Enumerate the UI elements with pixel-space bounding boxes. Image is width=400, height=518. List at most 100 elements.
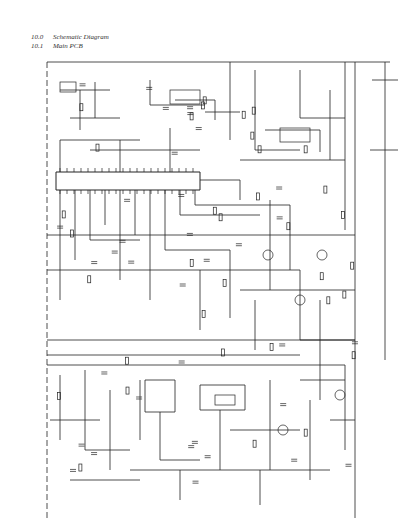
ic-pin [60,190,61,194]
capacitor-symbol [136,397,142,399]
ic-pin [74,190,75,194]
header-text: 10.1 [30,43,44,50]
resistor-symbol [126,357,129,364]
resistor-symbol [88,276,91,283]
ic-pin [116,190,117,194]
resistor-symbol [258,146,261,153]
ic-pin [123,190,124,194]
capacitor-symbol [120,240,126,242]
ic-pin [193,190,194,194]
header-text: Schematic Diagram [52,34,110,41]
ic-pin [165,190,166,194]
wires [47,62,398,518]
ic-pin [137,190,138,194]
capacitor-symbol [291,459,297,461]
ic-pin [81,168,82,172]
capacitor-symbol [193,481,199,483]
capacitor-symbol [188,446,194,448]
capacitor-symbol [179,361,185,363]
capacitor-symbol [124,199,130,201]
capacitor-symbol [187,233,193,235]
ic-pin [130,190,131,194]
capacitor-symbol [187,113,193,115]
ic-pin [172,190,173,194]
ic-pin [67,168,68,172]
resistor-symbol [253,440,256,447]
main-ic-body [56,172,200,190]
transistor-symbol [263,250,273,260]
ic-pin [179,168,180,172]
capacitor-symbol [280,404,286,406]
capacitor-symbol [79,444,85,446]
capacitor-symbol [101,372,107,374]
capacitor-symbol [163,107,169,109]
resistor-symbol [327,297,330,304]
ic-pin [116,168,117,172]
capacitor-symbol [180,284,186,286]
resistor-symbol [126,387,129,394]
resistor-symbol [201,102,204,109]
ic-pin [67,190,68,194]
transistor-symbol [335,390,345,400]
capacitor-symbol [91,453,97,455]
resistor-symbol [320,273,323,280]
ic-pin [88,190,89,194]
capacitor-symbol [279,344,285,346]
ic-pin [95,168,96,172]
ic-symbol [280,128,310,142]
ic-pin [137,168,138,172]
capacitor-symbol [187,107,193,109]
capacitor-symbol [91,262,97,264]
ic-pin [109,190,110,194]
header-text: Main PCB [52,43,84,50]
capacitor-symbol [80,84,86,86]
resistor-symbol [304,146,307,153]
resistor-symbol [219,214,222,221]
capacitor-symbol [178,194,184,196]
ic-pin [193,168,194,172]
ic-pin [102,190,103,194]
resistor-symbol [252,107,255,114]
capacitor-symbol [204,259,210,261]
frame-line [47,62,390,63]
capacitor-symbol [112,251,118,253]
resistor-symbol [251,132,254,139]
ic-pin [95,190,96,194]
ic-symbol [215,395,235,405]
resistor-symbol [80,104,83,111]
resistor-symbol [213,207,216,214]
ic-pin [60,168,61,172]
resistor-symbol [190,260,193,267]
resistor-symbol [79,464,82,471]
resistor-symbol [96,144,99,151]
ic-pin [172,168,173,172]
ic-pin [130,168,131,172]
resistor-symbol [287,223,290,230]
resistor-symbol [221,349,224,356]
resistor-symbol [242,111,245,118]
resistor-symbol [58,393,61,400]
resistor-symbol [343,291,346,298]
resistor-symbol [351,262,354,269]
ic-pin [81,190,82,194]
capacitor-symbol [346,464,352,466]
ic-pin [158,190,159,194]
capacitor-symbol [146,87,152,89]
resistor-symbol [71,230,74,237]
ic-pin [74,168,75,172]
capacitor-symbol [192,441,198,443]
ic-pin [144,190,145,194]
ic-pin [144,168,145,172]
transistor-symbol [278,425,288,435]
ic-pin [151,168,152,172]
capacitor-symbol [196,128,202,130]
resistor-symbol [223,280,226,287]
resistor-symbol [342,211,345,218]
capacitor-symbol [352,342,358,344]
capacitor-symbol [277,217,283,219]
capacitor-symbol [236,244,242,246]
ic-symbol [170,90,200,104]
resistor-symbol [62,211,65,218]
capacitor-symbol [57,226,63,228]
